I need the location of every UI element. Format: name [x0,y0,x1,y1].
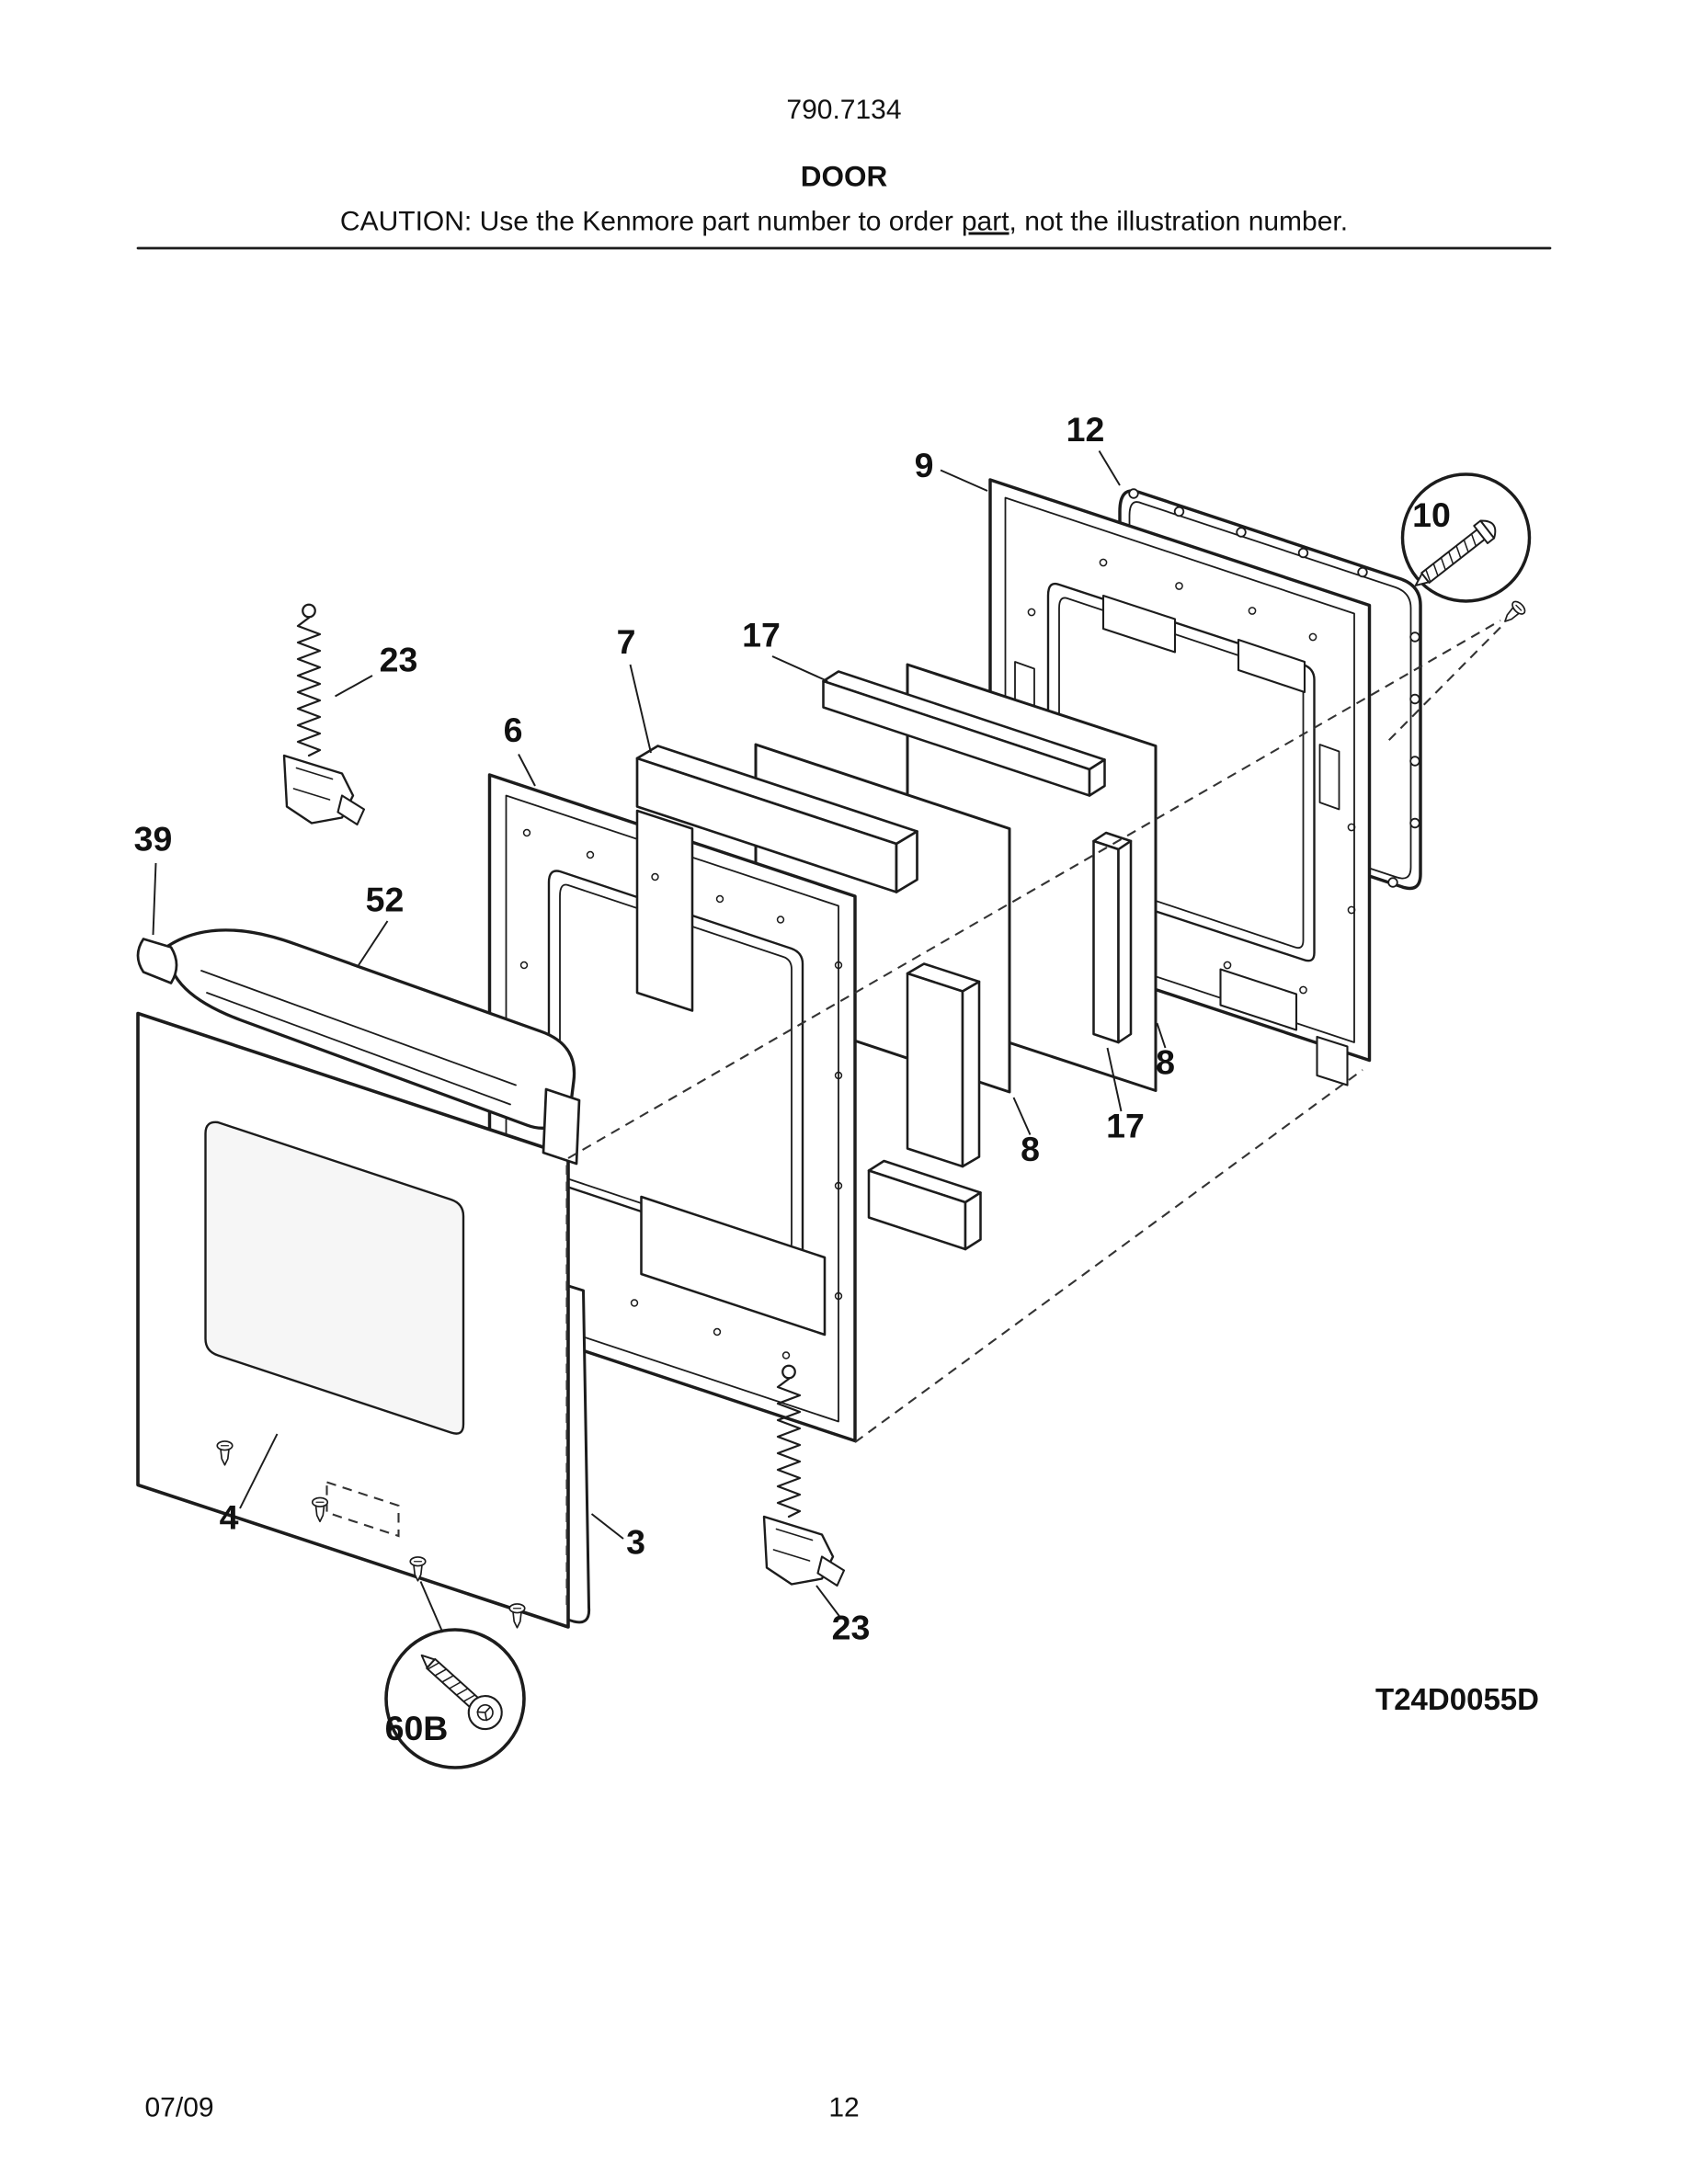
caution-underlined-word: part [962,207,1009,237]
liner-bracket [1101,594,1177,654]
callout-8-front: 8 [1021,1130,1040,1168]
hinge-slot [1316,1035,1349,1086]
mounting-screw [508,1603,526,1629]
handle-grip [166,928,576,1130]
outer-door-panel-part-4 [136,1011,570,1629]
callout-9: 9 [915,446,934,484]
screw-10-placement [1499,598,1528,628]
page-title: DOOR [801,160,888,193]
callout-23-upper: 23 [380,641,418,679]
insulation-block-vertical [906,962,981,1168]
liner-bracket [1219,968,1298,1031]
callout-7: 7 [617,622,636,661]
callout-39: 39 [134,820,173,859]
caution-suffix: , not the illustration number. [1009,207,1349,237]
screw-10-icon [1414,519,1497,586]
door-gasket-part-12 [1118,488,1422,891]
insulation-bar-part-7 [635,745,918,893]
callout-6: 6 [504,711,523,749]
rear-liner-window [1046,582,1316,962]
callout-10: 10 [1412,495,1451,534]
screw-part-10-detail: 10 [1384,472,1532,745]
panel-bottom-block [640,1195,827,1337]
door-handle-part-52 [136,928,581,1166]
callout-labels: 12 9 23 7 17 6 39 52 8 17 8 4 3 23 [134,410,1175,1647]
footer-date: 07/09 [145,2093,214,2123]
callout-3: 3 [626,1523,645,1562]
handle-end-bracket [542,1087,581,1166]
caution-prefix: CAUTION: Use the Kenmore part number to … [340,207,953,237]
glass-channel-lower-part-17 [1092,831,1133,1044]
page-header: 790.7134 DOOR CAUTION: Use the Kenmore p… [136,95,1552,250]
screw-part-60b-detail: 60B [384,1581,526,1769]
glass-channel-upper-part-17 [822,670,1106,797]
callout-23-lower: 23 [832,1609,871,1647]
insulation-block-lower [867,1159,982,1251]
gasket-clips [1128,488,1420,888]
inner-door-panel-part-6 [487,773,857,1443]
callout-60b: 60B [385,1709,449,1747]
callout-17-upper: 17 [742,616,781,654]
assembly-guide-lines [565,620,1501,1608]
handle-end-cap-part-39 [136,938,178,984]
callout-12: 12 [1066,410,1105,449]
detail-circle [384,1628,526,1769]
screw-60b-icon [420,1654,503,1731]
diagram-code: T24D0055D [1375,1682,1539,1716]
hinge-spring-upper-part-23 [282,603,366,826]
page-footer: 07/09 12 [145,2093,860,2123]
callout-4: 4 [220,1498,239,1537]
callout-17-lower: 17 [1106,1107,1145,1145]
model-number: 790.7134 [786,95,901,125]
liner-bracket [1237,638,1306,694]
footer-page-number: 12 [828,2093,859,2123]
callout-8-rear: 8 [1156,1043,1175,1082]
panel-top-block [635,809,694,1012]
callout-52: 52 [366,881,405,919]
outer-panel-window [204,1120,465,1435]
caution-text: CAUTION: Use the Kenmore part number to … [340,207,1348,237]
